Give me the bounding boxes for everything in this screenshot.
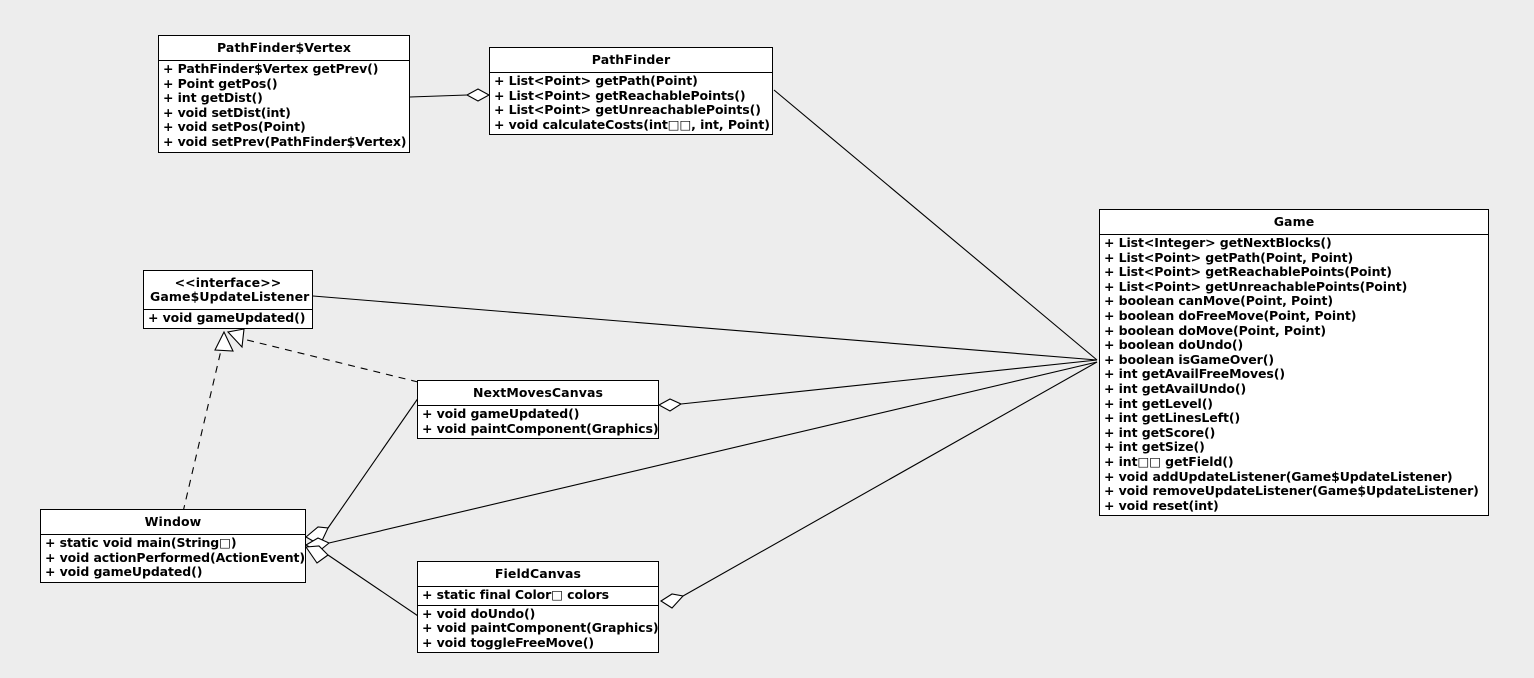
member-row: + int getDist() bbox=[163, 90, 263, 106]
member-row: + void setDist(int) bbox=[163, 104, 291, 120]
member-row: + List<Point> getUnreachablePoints() bbox=[494, 102, 761, 118]
class-box-game[interactable]: Game + List<Integer> getNextBlocks() + L… bbox=[1099, 209, 1489, 517]
member-row: + void toggleFreeMove() bbox=[422, 634, 595, 650]
member-row: + int getLinesLeft() bbox=[1104, 410, 1241, 426]
member-row: + List<Point> getUnreachablePoints(Point… bbox=[1104, 278, 1408, 294]
class-name-field-canvas: FieldCanvas bbox=[494, 566, 582, 581]
member-row: + boolean doUndo() bbox=[1104, 337, 1244, 353]
member-row: + boolean isGameOver() bbox=[1104, 351, 1274, 367]
member-row: + void setPrev(PathFinder$Vertex) bbox=[163, 133, 407, 149]
realization-arrowhead-window bbox=[214, 330, 234, 352]
edge-listener-game bbox=[312, 295, 1098, 361]
methods-compartment-window: + static void main(String□) + void actio… bbox=[41, 534, 305, 582]
member-row: + void removeUpdateListener(Game$UpdateL… bbox=[1104, 483, 1479, 499]
stereotype-label: <<interface>> bbox=[174, 275, 282, 290]
member-row: + void doUndo() bbox=[422, 605, 536, 621]
class-box-pathfinder[interactable]: PathFinder + List<Point> getPath(Point) … bbox=[489, 47, 773, 136]
member-row: + boolean doFreeMove(Point, Point) bbox=[1104, 307, 1357, 323]
edge-vertex-pathfinder bbox=[409, 94, 468, 98]
class-name-game: Game bbox=[1273, 214, 1315, 229]
member-row: + int getLevel() bbox=[1104, 395, 1213, 411]
class-box-pathfinder-vertex[interactable]: PathFinder$Vertex + PathFinder$Vertex ge… bbox=[158, 35, 410, 153]
class-box-window[interactable]: Window + static void main(String□) + voi… bbox=[40, 509, 306, 583]
methods-compartment-game-update-listener: + void gameUpdated() bbox=[144, 309, 312, 328]
class-name-pathfinder-vertex: PathFinder$Vertex bbox=[217, 40, 351, 55]
class-name-next-moves-canvas: NextMovesCanvas bbox=[472, 385, 604, 400]
aggregation-diamond-window-game bbox=[304, 537, 331, 553]
member-row: + void gameUpdated() bbox=[148, 310, 306, 325]
methods-compartment-pathfinder-vertex: + PathFinder$Vertex getPrev() + Point ge… bbox=[159, 60, 409, 152]
aggregation-diamond-pathfinder bbox=[465, 88, 491, 102]
member-row: + int□□ getField() bbox=[1104, 453, 1234, 469]
member-row: + void gameUpdated() bbox=[45, 564, 203, 580]
member-row: + List<Point> getPath(Point, Point) bbox=[1104, 249, 1354, 265]
member-row: + int getAvailUndo() bbox=[1104, 380, 1247, 396]
realization-arrowhead-nextmoves bbox=[226, 328, 245, 349]
member-row: + List<Point> getReachablePoints() bbox=[494, 87, 746, 103]
member-row: + boolean canMove(Point, Point) bbox=[1104, 293, 1334, 309]
aggregation-diamond-window-nextmoves bbox=[305, 526, 329, 546]
member-row: + List<Point> getReachablePoints(Point) bbox=[1104, 264, 1392, 280]
class-name-game-update-listener: <<interface>> Game$UpdateListener bbox=[144, 271, 312, 309]
member-row: + static final Color□ colors bbox=[422, 587, 610, 602]
aggregation-diamond-nextmoves bbox=[657, 398, 683, 412]
member-row: + int getSize() bbox=[1104, 439, 1205, 455]
edge-nextmoves-listener bbox=[242, 338, 419, 383]
member-row: + int getScore() bbox=[1104, 424, 1216, 440]
member-row: + static void main(String□) bbox=[45, 535, 237, 550]
methods-compartment-game: + List<Integer> getNextBlocks() + List<P… bbox=[1100, 234, 1488, 515]
member-row: + void actionPerformed(ActionEvent) bbox=[45, 549, 305, 565]
class-box-game-update-listener[interactable]: <<interface>> Game$UpdateListener + void… bbox=[143, 270, 313, 329]
attributes-compartment-field-canvas: + static final Color□ colors bbox=[418, 586, 658, 605]
class-name-pathfinder: PathFinder bbox=[591, 52, 671, 67]
edge-nextmoves-game bbox=[680, 359, 1098, 405]
methods-compartment-next-moves-canvas: + void gameUpdated() + void paintCompone… bbox=[418, 405, 659, 438]
member-row: + void setPos(Point) bbox=[163, 119, 306, 135]
member-row: + void reset(int) bbox=[1104, 497, 1219, 513]
member-row: + int getAvailFreeMoves() bbox=[1104, 366, 1285, 382]
methods-compartment-pathfinder: + List<Point> getPath(Point) + List<Poin… bbox=[490, 72, 772, 134]
member-row: + boolean doMove(Point, Point) bbox=[1104, 322, 1326, 338]
member-row: + void paintComponent(Graphics) bbox=[422, 620, 659, 636]
edge-pathfinder-game bbox=[773, 89, 1098, 361]
edge-window-listener bbox=[182, 345, 223, 513]
methods-compartment-field-canvas: + void doUndo() + void paintComponent(Gr… bbox=[418, 604, 659, 653]
member-row: + PathFinder$Vertex getPrev() bbox=[163, 61, 379, 76]
class-box-field-canvas[interactable]: FieldCanvas + static final Color□ colors… bbox=[417, 561, 659, 654]
aggregation-diamond-fieldcanvas bbox=[659, 593, 685, 609]
class-name-window: Window bbox=[144, 514, 202, 529]
member-row: + void calculateCosts(int□□, int, Point) bbox=[494, 116, 770, 132]
edge-fieldcanvas-game bbox=[682, 361, 1098, 597]
edge-window-nextmoves bbox=[327, 380, 431, 529]
interface-name-label: Game$UpdateListener bbox=[150, 289, 310, 304]
member-row: + List<Integer> getNextBlocks() bbox=[1104, 235, 1332, 250]
member-row: + void addUpdateListener(Game$UpdateList… bbox=[1104, 468, 1453, 484]
edge-window-fieldcanvas bbox=[327, 554, 425, 621]
member-row: + List<Point> getPath(Point) bbox=[494, 73, 698, 88]
member-row: + void paintComponent(Graphics) bbox=[422, 420, 659, 436]
class-box-next-moves-canvas[interactable]: NextMovesCanvas + void gameUpdated() + v… bbox=[417, 380, 659, 440]
aggregation-diamond-window-fieldcanvas bbox=[305, 545, 329, 564]
member-row: + Point getPos() bbox=[163, 75, 278, 91]
member-row: + void gameUpdated() bbox=[422, 406, 580, 421]
